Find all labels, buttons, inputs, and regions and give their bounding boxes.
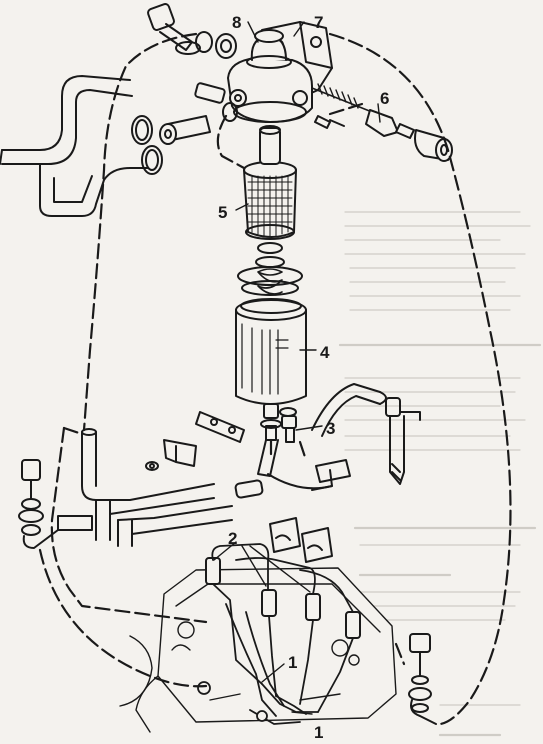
fuel-pipe-sections [95, 479, 264, 547]
callout-1-lower: 1 [314, 723, 323, 742]
left-feed-hose [18, 428, 97, 549]
callout-4: 4 [320, 343, 330, 362]
callout-3: 3 [326, 419, 335, 438]
callout-6: 6 [380, 89, 389, 108]
filter-element [243, 125, 297, 240]
callout-7: 7 [314, 13, 323, 32]
return-banjo-bolt [147, 3, 237, 59]
callout-1-upper: 1 [288, 653, 297, 672]
filter-bowl [235, 298, 307, 477]
drain-screw [279, 407, 297, 443]
routing-lines [38, 32, 512, 726]
filter-seals-spring [237, 242, 303, 296]
callout-leaders [213, 21, 381, 715]
page-show-through [338, 211, 542, 737]
injector-pump-fittings [269, 517, 333, 563]
right-drain-hose [267, 383, 421, 491]
mounting-clips [145, 411, 245, 471]
return-banjo-bottom [408, 633, 437, 725]
callout-5: 5 [218, 203, 227, 222]
callout-2: 2 [228, 529, 237, 548]
bleed-screw-assembly [311, 83, 453, 162]
cylinder-head [119, 567, 397, 733]
filter-head-assembly [227, 21, 333, 123]
inlet-fittings [131, 82, 238, 175]
callout-8: 8 [232, 13, 241, 32]
callout-numbers: 8 7 6 5 4 3 2 1 1 [218, 13, 389, 742]
upper-left-hose [0, 75, 149, 217]
